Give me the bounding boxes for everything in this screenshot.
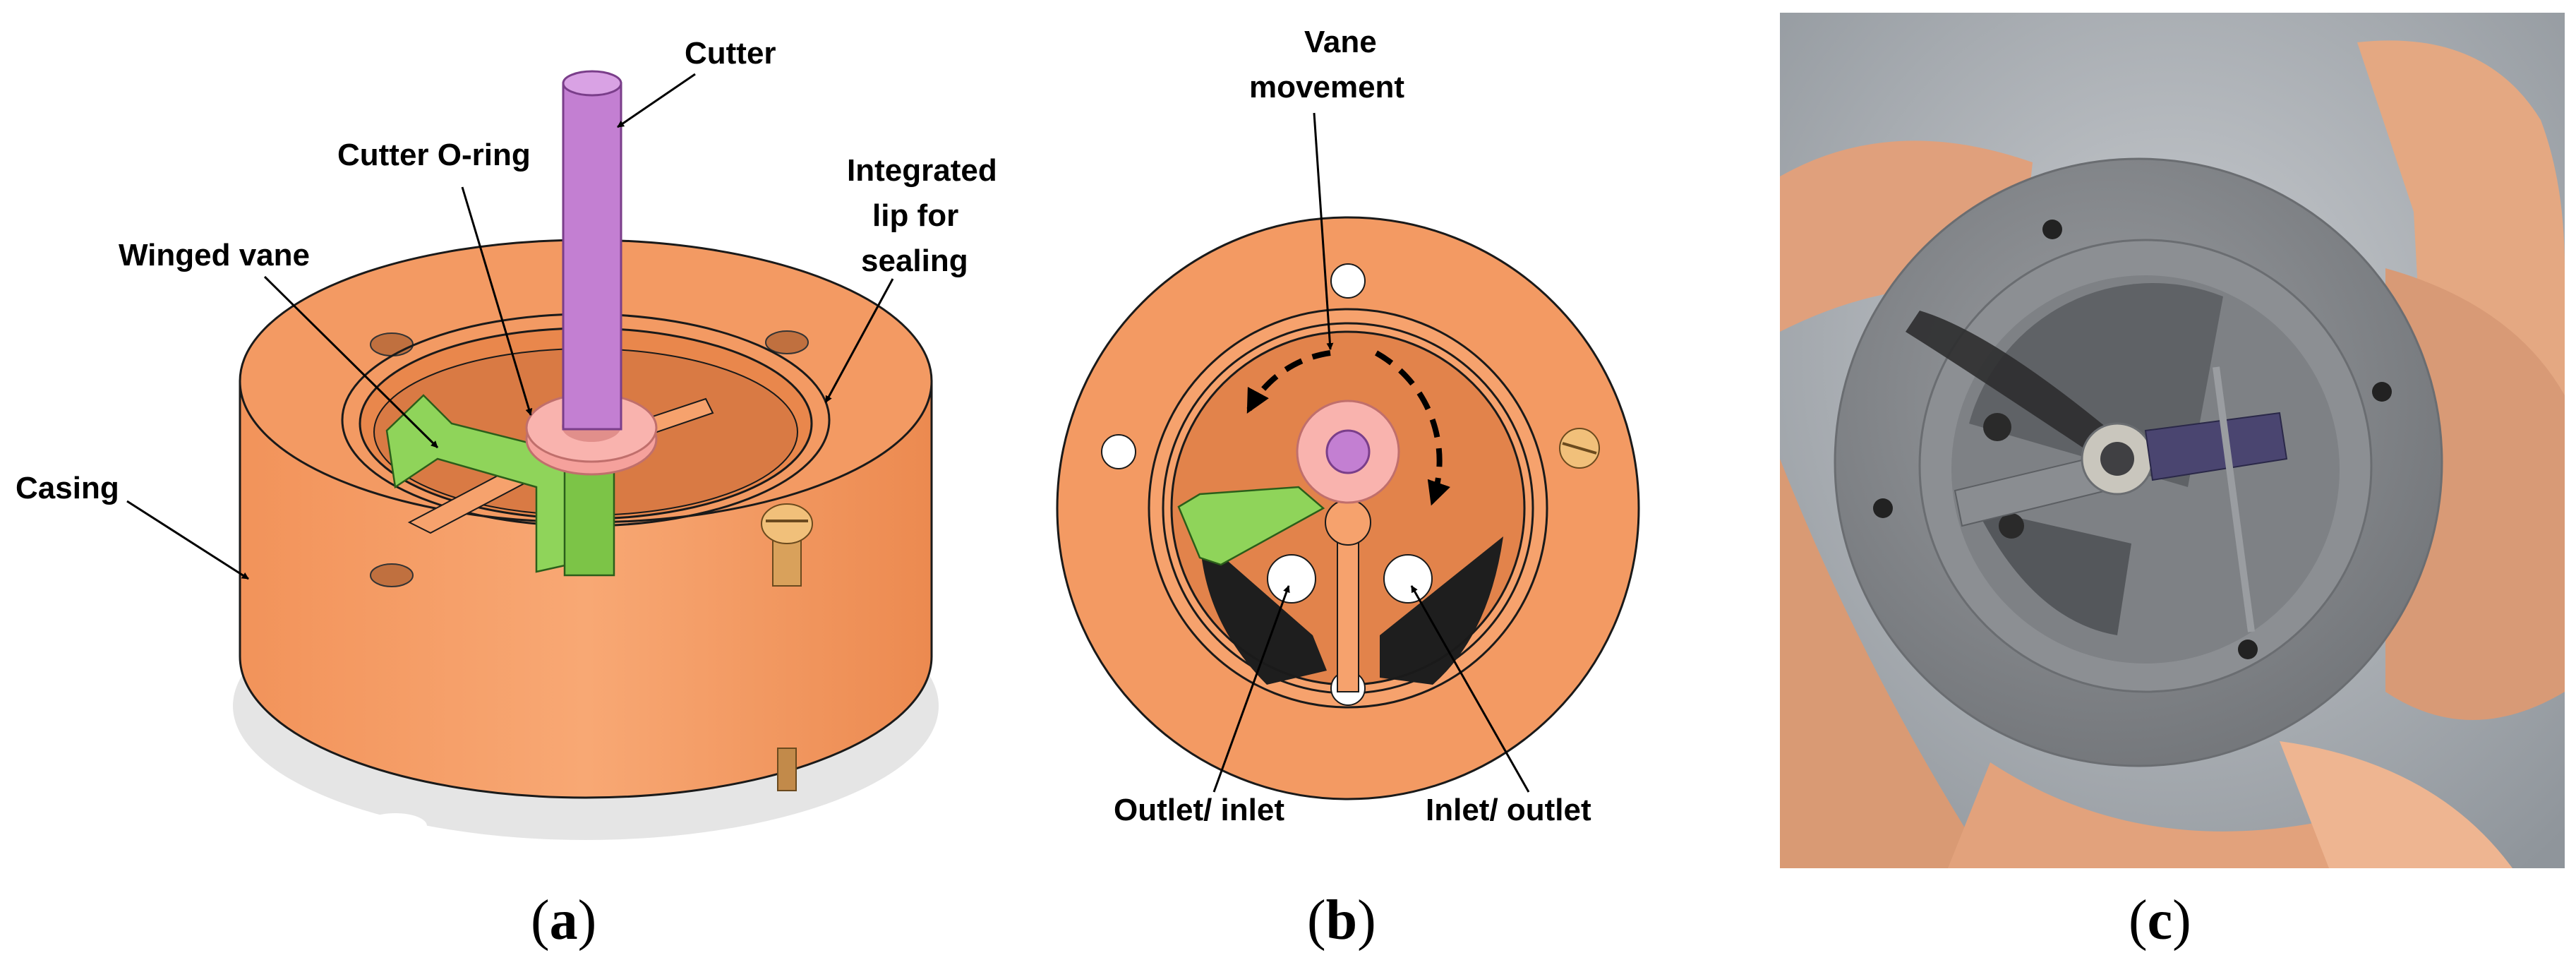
vane-movement-label-line2: movement: [1249, 70, 1404, 104]
casing-top-view: [1056, 216, 1640, 800]
panel-a: Cutter Cutter O-ring Integrated lip for …: [16, 36, 997, 952]
prototype-photo: [1780, 13, 2565, 868]
panel-b-caption: (b): [1307, 889, 1376, 952]
outlet-inlet-label: Outlet/ inlet: [1114, 793, 1284, 827]
cutter-label: Cutter: [685, 36, 776, 71]
panel-b: Vane movement Outlet/ inlet Inlet/ outle…: [1056, 25, 1640, 952]
integrated-lip-label-line1: Integrated: [847, 153, 997, 188]
inlet-outlet-label: Inlet/ outlet: [1426, 793, 1591, 827]
cutter-oring-label: Cutter O-ring: [337, 138, 531, 172]
panel-a-caption: (a): [531, 889, 596, 952]
winged-vane-label: Winged vane: [119, 238, 310, 272]
integrated-lip-label-line3: sealing: [861, 244, 968, 278]
casing-label: Casing: [16, 471, 119, 505]
integrated-lip-label-line2: lip for: [872, 198, 958, 233]
panel-c-caption: (c): [2129, 889, 2191, 952]
casing-3d-illustration: [233, 70, 939, 840]
vane-movement-label-line1: Vane: [1304, 25, 1377, 59]
panel-c: (c): [1780, 13, 2565, 952]
